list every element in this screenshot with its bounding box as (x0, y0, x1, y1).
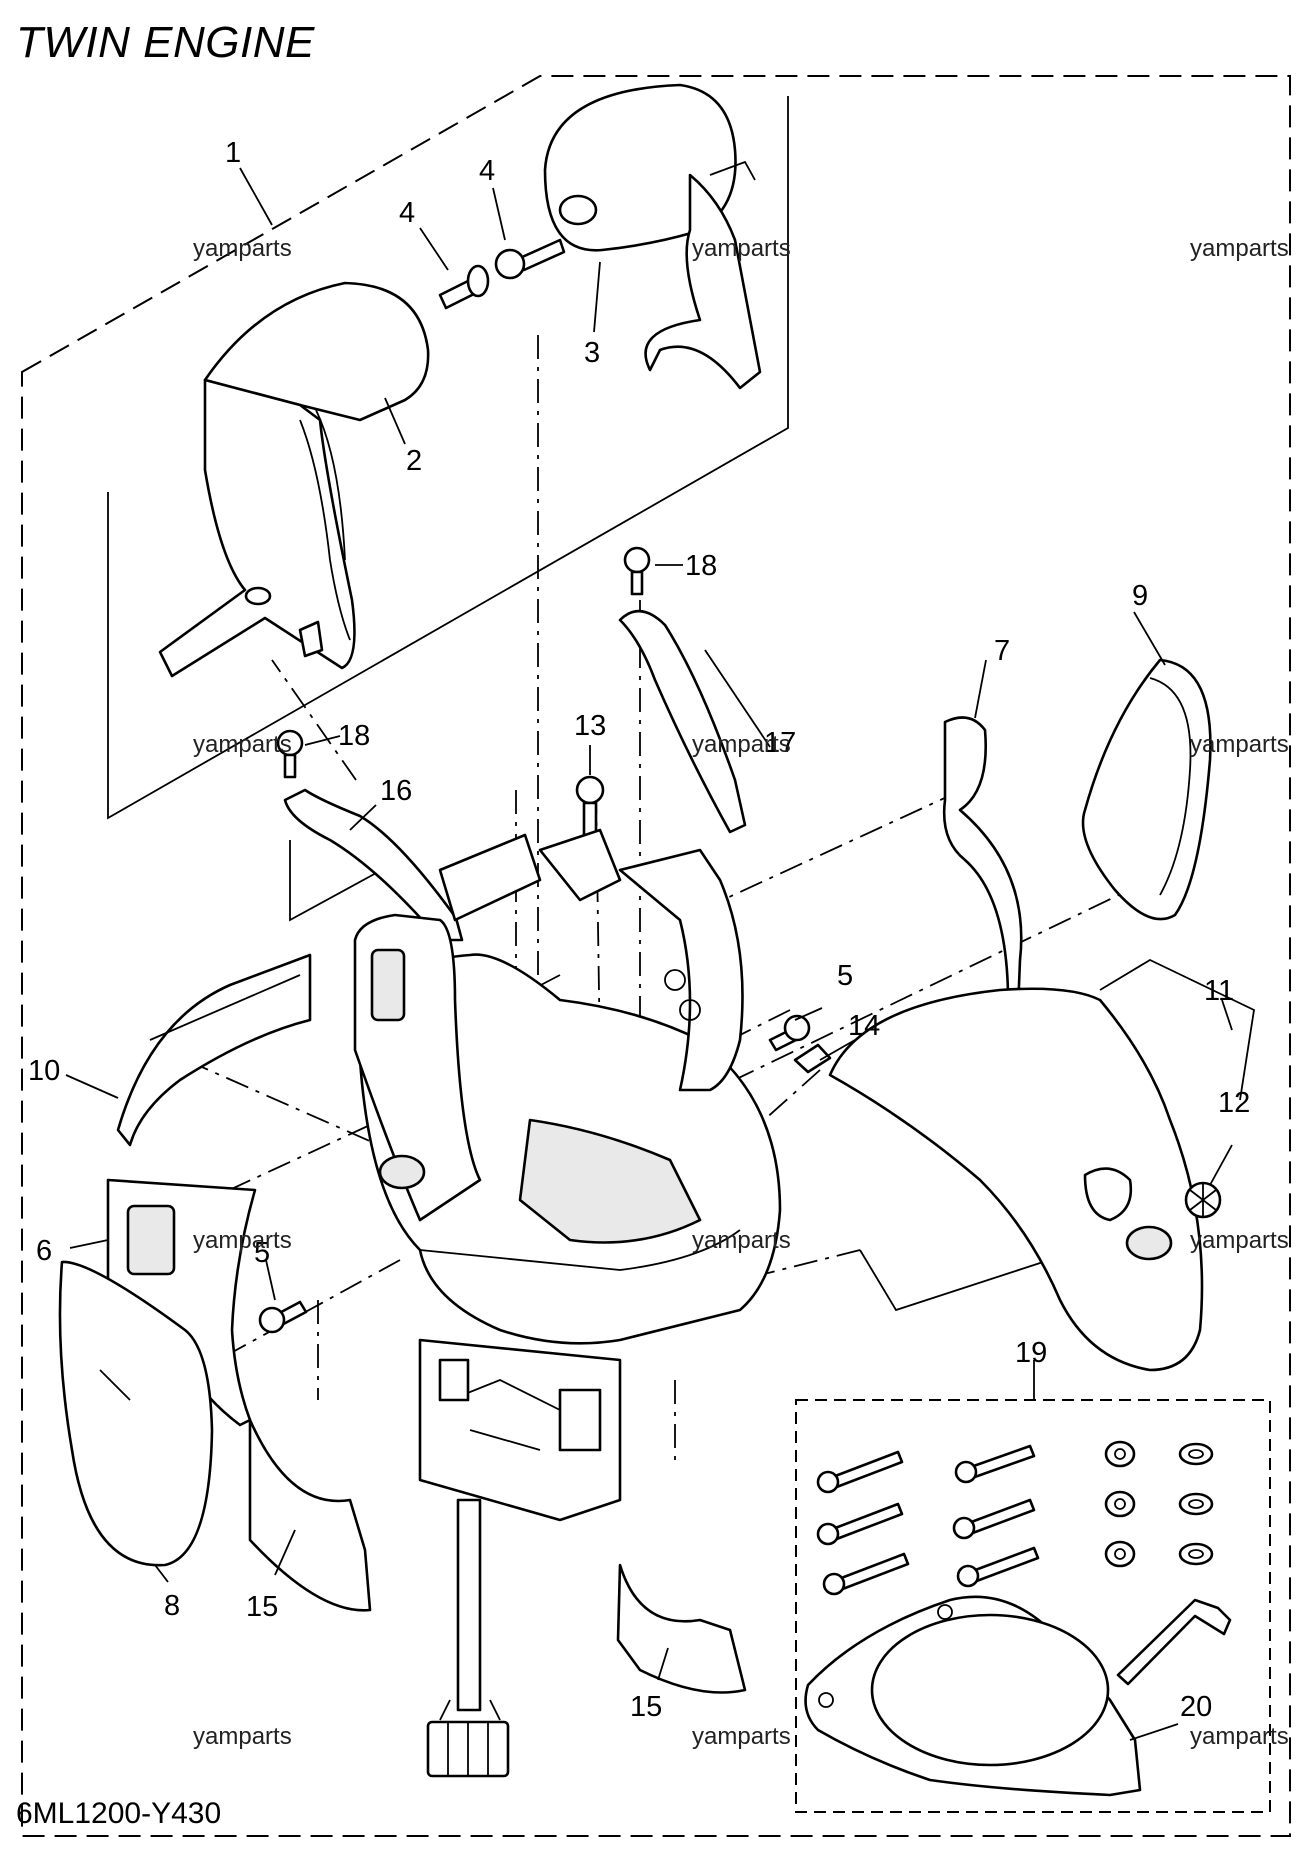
callout-10: 10 (28, 1055, 60, 1087)
watermark: yamparts (1190, 1723, 1289, 1750)
watermark: yamparts (193, 235, 292, 262)
callout-8: 8 (164, 1590, 180, 1622)
callout-16: 16 (380, 775, 412, 807)
callout-12: 12 (1218, 1087, 1250, 1119)
callout-labels: 1 2 3 4 4 5 6 7 8 9 10 11 12 13 14 15 15… (28, 137, 1250, 1723)
part-gasket-20 (804, 1595, 1142, 1797)
callout-20: 20 (1180, 1691, 1212, 1723)
part-wire-harness (426, 1498, 510, 1778)
watermark: yamparts (692, 235, 791, 262)
part-side-panel-7 (942, 716, 1023, 1014)
callout-18b: 18 (338, 720, 370, 752)
leader-lines (65, 167, 1233, 1741)
callout-4b: 4 (479, 155, 495, 187)
watermark: yamparts (692, 731, 791, 758)
part-grip-strip-16 (283, 788, 464, 942)
part-lever-handle-right (543, 83, 762, 390)
watermark: yamparts (193, 1227, 292, 1254)
part-mechanism (418, 1338, 622, 1522)
assembly-boundary (21, 75, 1291, 1837)
part-screw-5 (768, 1014, 811, 1052)
bracket-handle-assembly (107, 96, 789, 820)
watermark: yamparts (1190, 731, 1289, 758)
callout-17: 17 (764, 727, 796, 759)
part-screw-4a (438, 264, 490, 310)
kit-box-19 (795, 1399, 1271, 1813)
part-grip-strip-17 (618, 609, 747, 834)
watermark: yamparts (193, 731, 292, 758)
callout-1: 1 (225, 137, 241, 169)
bracket-bottom (859, 1249, 1081, 1312)
callout-6: 6 (36, 1235, 52, 1267)
watermark: yamparts (1190, 235, 1289, 262)
callout-14: 14 (848, 1010, 880, 1042)
part-screw-4b (494, 238, 566, 280)
part-side-cover-8 (58, 1260, 214, 1567)
part-housing-cover-11 (828, 987, 1204, 1372)
part-hex-key (1116, 1598, 1232, 1686)
callout-5: 5 (837, 960, 853, 992)
watermark: yamparts (193, 1723, 292, 1750)
callout-5b: 5 (254, 1237, 270, 1269)
part-cover-15-right (616, 1563, 747, 1694)
page-title: TWIN ENGINE (16, 18, 315, 67)
part-kit-19-hardware (816, 1440, 1214, 1596)
callout-11: 11 (1204, 975, 1234, 1007)
watermarks: yamparts yamparts yamparts yamparts yamp… (193, 235, 1289, 1750)
part-main-housing (353, 828, 782, 1345)
watermark: yamparts (692, 1227, 791, 1254)
callout-15a: 15 (246, 1591, 278, 1623)
callout-15b: 15 (630, 1691, 662, 1723)
bracket-cover-11 (1099, 958, 1255, 1101)
callout-7: 7 (994, 635, 1010, 667)
part-screw-18-top (623, 546, 651, 596)
watermark: yamparts (692, 1723, 791, 1750)
part-clip-14 (793, 1043, 832, 1074)
part-screw-5b (258, 1300, 308, 1334)
part-trim-panel-10 (116, 953, 312, 1147)
callout-9: 9 (1132, 580, 1148, 612)
part-cover-15-left (248, 1418, 372, 1612)
callout-3: 3 (584, 337, 600, 369)
part-code: 6ML1200-Y430 (16, 1797, 222, 1830)
part-side-cover-9 (1081, 658, 1212, 921)
watermark: yamparts (1190, 1227, 1289, 1254)
callout-13: 13 (574, 710, 606, 742)
part-screw-18-left (276, 729, 304, 779)
part-lever-handle-left (158, 281, 430, 678)
callout-4a: 4 (399, 197, 415, 229)
callout-2: 2 (406, 445, 422, 477)
callout-19: 19 (1015, 1337, 1047, 1369)
callout-18a: 18 (685, 550, 717, 582)
bracket-grip-16 (289, 840, 379, 922)
